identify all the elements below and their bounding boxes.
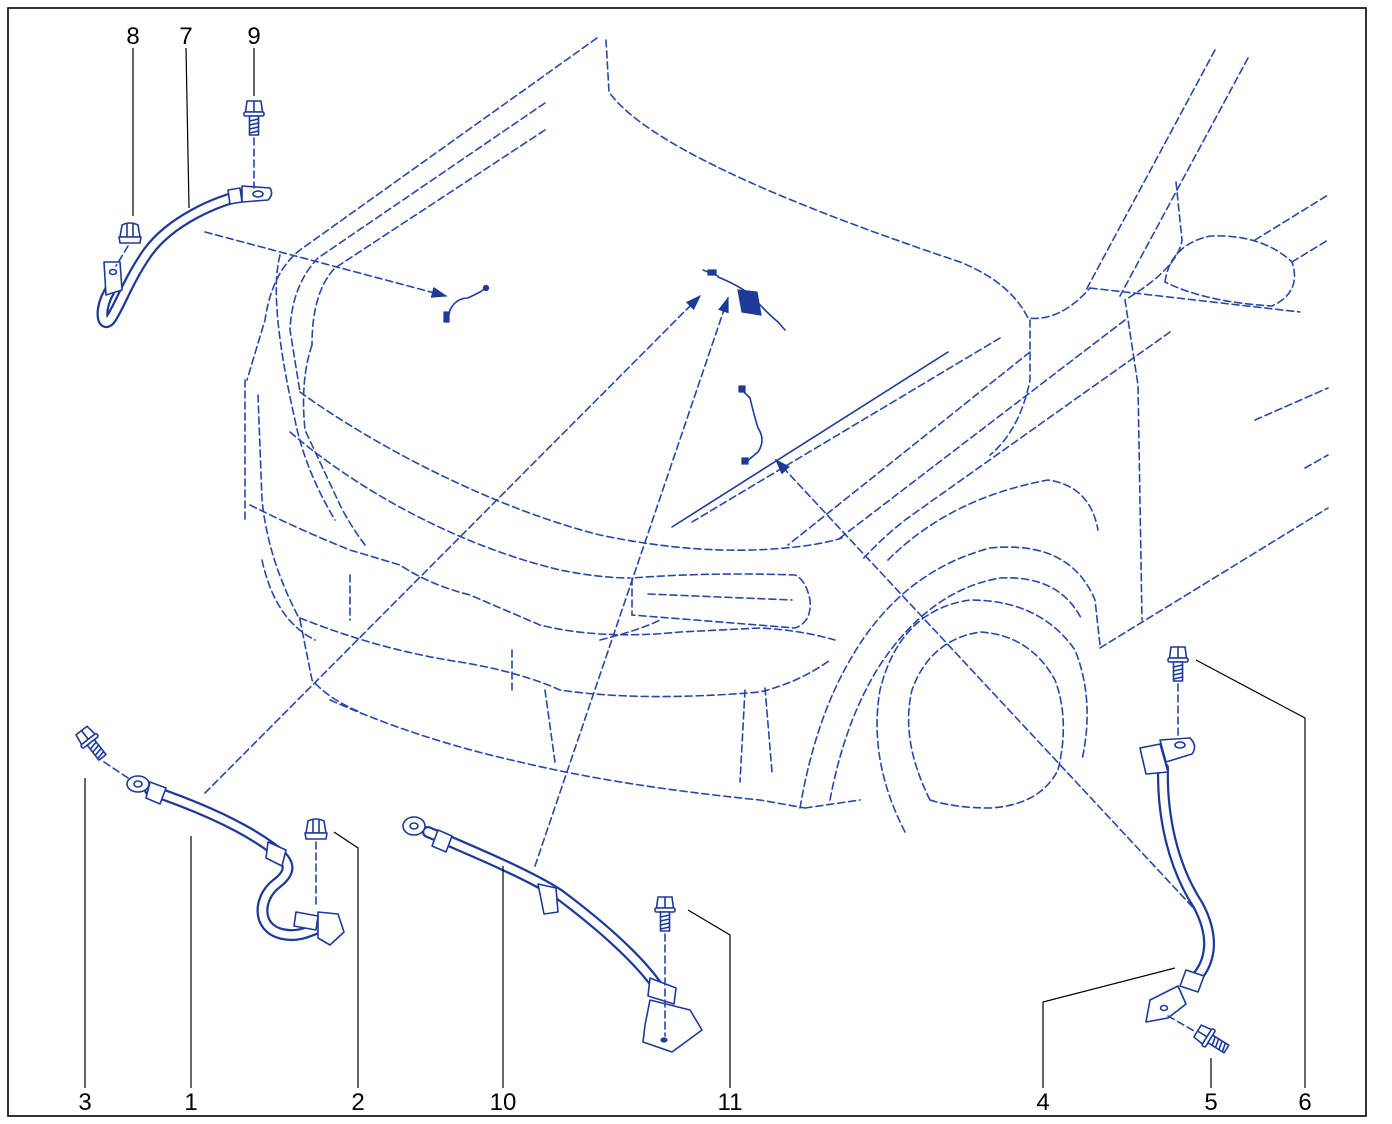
bolt-6 <box>1167 646 1189 682</box>
belt-line <box>1089 287 1301 313</box>
headlight-outline <box>631 573 812 629</box>
callout-2: 2 <box>351 1089 364 1116</box>
nut-8-install-line <box>115 245 129 267</box>
arrow-cable-4-location <box>774 458 1201 916</box>
headlight-inner-line <box>647 593 793 601</box>
callout-9: 9 <box>247 23 260 50</box>
bumper-top-line <box>249 504 836 641</box>
callout-4: 4 <box>1036 1089 1049 1116</box>
lower-intake-line <box>764 687 773 773</box>
leader-line-6 <box>1195 659 1306 1088</box>
door-pillar-line <box>1124 181 1183 621</box>
bumper-bottom-line <box>329 699 806 809</box>
bumper-corner-line <box>261 559 316 641</box>
bolt-3-install-line <box>103 761 129 779</box>
ground-cable-4 <box>1139 737 1215 1023</box>
body-side-line <box>1099 507 1329 649</box>
fender-arch-top <box>887 479 1099 561</box>
arrow-cable-1-location <box>204 294 702 794</box>
wheel-arch-inner <box>829 577 1083 801</box>
bolt-5 <box>1191 1021 1233 1059</box>
ground-cable-10 <box>402 816 703 1053</box>
windshield-pillar-line <box>1119 57 1249 297</box>
ground-cable-7 <box>96 185 273 328</box>
ground-point-right <box>738 385 763 465</box>
body-side-line <box>1304 454 1329 469</box>
underbody-line <box>804 799 861 809</box>
body-side-line <box>1254 387 1329 421</box>
leader-line-7 <box>185 47 190 209</box>
callout-labels: 8 7 9 3 1 2 10 11 4 5 6 <box>78 23 1311 1116</box>
fender-rear-line <box>989 319 1031 456</box>
wheel-outline <box>876 599 1088 833</box>
callout-6: 6 <box>1298 1089 1311 1116</box>
leader-line-2 <box>333 831 359 1088</box>
callout-8: 8 <box>126 23 139 50</box>
grille-detail <box>599 619 661 641</box>
roof-line <box>1254 194 1329 241</box>
bumper-corner-line <box>299 619 361 713</box>
callout-1: 1 <box>184 1089 197 1116</box>
hood-lower-edge <box>289 431 631 579</box>
leader-line-11 <box>687 909 731 1088</box>
fender-top-line <box>787 351 1031 546</box>
hood-left-edge <box>246 37 598 381</box>
lower-intake-line <box>544 689 556 763</box>
wheel-rim-outline <box>907 631 1065 809</box>
callout-5: 5 <box>1204 1089 1217 1116</box>
left-fender-line <box>275 254 336 521</box>
callout-11: 11 <box>718 1089 743 1116</box>
left-fender-line <box>302 344 366 546</box>
ground-cable-1 <box>126 775 345 946</box>
leader-line-4 <box>1042 967 1176 1088</box>
fender-crease-line <box>839 319 1126 539</box>
grille-line <box>299 617 831 698</box>
bolt-9 <box>243 100 265 136</box>
nut-8 <box>118 222 142 244</box>
bolt-5-install-line <box>1167 1015 1197 1033</box>
cowl-line <box>605 39 1091 320</box>
left-fender-line <box>257 394 301 621</box>
fender-lower-line <box>861 331 1171 561</box>
ground-point-center <box>702 269 786 331</box>
roof-line <box>1291 239 1329 263</box>
nut-2 <box>304 818 328 840</box>
callout-3: 3 <box>78 1089 91 1116</box>
arrow-cable-7-location <box>204 231 448 298</box>
hood-inner-crease <box>311 129 546 346</box>
windshield-pillar-line <box>1084 49 1216 293</box>
mirror-outline <box>1164 235 1296 307</box>
hood-side-line <box>691 337 1001 523</box>
diagram-frame <box>7 7 1367 1117</box>
ground-point-left <box>443 284 490 323</box>
callout-10: 10 <box>490 1089 517 1116</box>
callout-leaders <box>84 47 1306 1088</box>
hood-front-edge <box>299 391 843 552</box>
location-arrows <box>204 231 1201 916</box>
wiper-line <box>671 351 949 528</box>
bolt-3 <box>72 723 112 765</box>
wheel-arch-outline <box>799 546 1101 809</box>
lower-intake-line <box>739 689 746 783</box>
arrow-cable-10-location <box>534 296 729 867</box>
bolt-11 <box>654 896 676 932</box>
hood-left-crease <box>289 102 546 393</box>
vehicle-outline <box>244 37 1329 833</box>
callout-7: 7 <box>179 23 192 50</box>
